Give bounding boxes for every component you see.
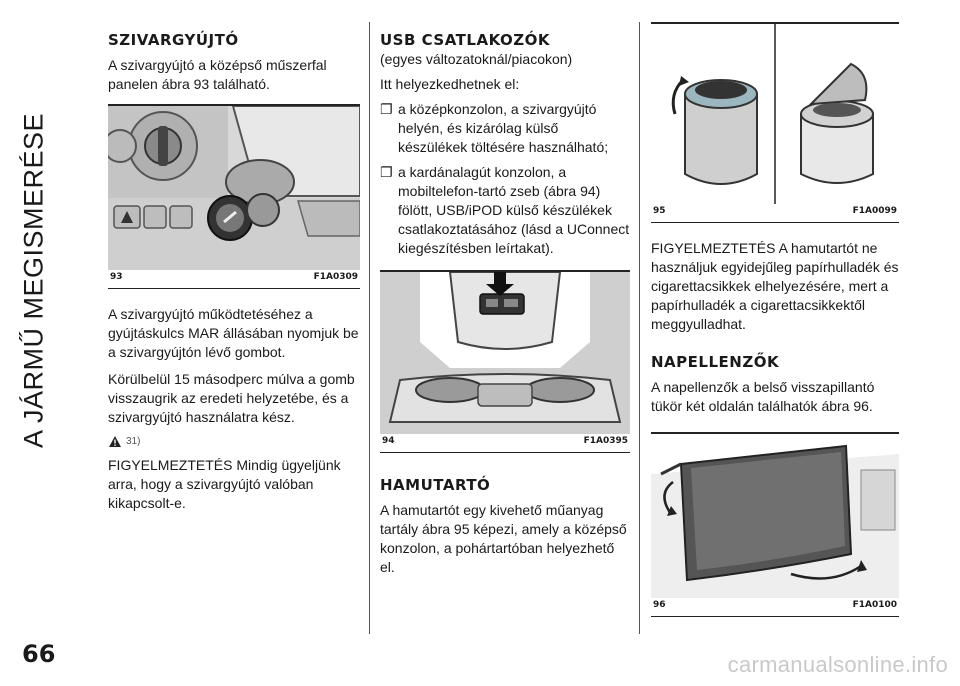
figure-code: F1A0099	[852, 206, 897, 216]
column-cigar-lighter: SZIVARGYÚJTÓ A szivargyújtó a középső mű…	[108, 30, 360, 513]
paragraph: A hamutartót egy kivehető műanyag tartál…	[380, 502, 627, 575]
figure-number: 94	[382, 436, 395, 446]
watermark: carmanualsonline.info	[727, 652, 948, 677]
section-heading-usb: USB CSATLAKOZÓK	[380, 31, 551, 49]
figure-94: 94 F1A0395	[380, 270, 630, 453]
column-ashtray-sunvisor: 95 F1A0099 FIGYELMEZTETÉS A hamutartót n…	[651, 22, 899, 617]
column-divider	[369, 22, 370, 634]
sunvisor-illustration	[651, 434, 899, 598]
figure-code: F1A0395	[583, 436, 628, 446]
bullet-box-icon: ❐	[380, 164, 393, 180]
bullet-text: a középkonzolon, a szivargyújtó helyén, …	[398, 101, 609, 155]
figure-93: 93 F1A0309	[108, 104, 360, 289]
figure-95: 95 F1A0099	[651, 22, 899, 223]
warning-reference: 31)	[108, 435, 360, 448]
warning-triangle-icon	[109, 436, 121, 447]
figure-caption: 94 F1A0395	[382, 436, 628, 450]
figure-code: F1A0309	[313, 272, 358, 282]
ashtray-illustration	[651, 24, 899, 204]
figure-caption: 95 F1A0099	[653, 206, 897, 220]
warning-ref-number: 31)	[126, 436, 141, 447]
bullet-item: ❐ a kardánalagút konzolon, a mobiltelefo…	[380, 163, 630, 258]
figure-number: 95	[653, 206, 666, 216]
column-divider	[639, 22, 640, 634]
paragraph-warning: FIGYELMEZTETÉS Mindig ügyeljünk arra, ho…	[108, 457, 341, 511]
figure-code: F1A0100	[852, 600, 897, 610]
subheading: (egyes változatoknál/piacokon)	[380, 51, 573, 67]
figure-number: 96	[653, 600, 666, 610]
bullet-box-icon: ❐	[380, 101, 393, 117]
chapter-side-title: A JÁRMŰ MEGISMERÉSE	[18, 112, 49, 448]
paragraph: Körülbelül 15 másodperc múlva a gomb vis…	[108, 371, 355, 425]
bullet-text: a kardánalagút konzolon, a mobiltelefon-…	[398, 164, 630, 256]
figure-96: 96 F1A0100	[651, 432, 899, 617]
section-heading-cigar-lighter: SZIVARGYÚJTÓ	[108, 31, 239, 49]
section-heading-sunvisors: NAPELLENZŐK	[651, 353, 780, 371]
paragraph: A szivargyújtó a középső műszerfal panel…	[108, 57, 327, 92]
figure-caption: 93 F1A0309	[110, 272, 358, 286]
paragraph: A napellenzők a belső visszapillantó tük…	[651, 379, 875, 414]
paragraph: Itt helyezkedhetnek el:	[380, 76, 520, 92]
paragraph-warning: FIGYELMEZTETÉS A hamutartót ne használju…	[651, 240, 899, 332]
page-number: 66	[22, 640, 56, 668]
paragraph: A szivargyújtó működtetéséhez a gyújtásk…	[108, 306, 359, 360]
column-usb: USB CSATLAKOZÓK (egyes változatoknál/pia…	[380, 30, 630, 577]
section-heading-ashtray: HAMUTARTÓ	[380, 476, 491, 494]
figure-caption: 96 F1A0100	[653, 600, 897, 614]
usb-console-illustration	[380, 272, 630, 434]
bullet-item: ❐ a középkonzolon, a szivargyújtó helyén…	[380, 100, 630, 157]
cigar-lighter-illustration	[108, 106, 360, 270]
figure-number: 93	[110, 272, 123, 282]
